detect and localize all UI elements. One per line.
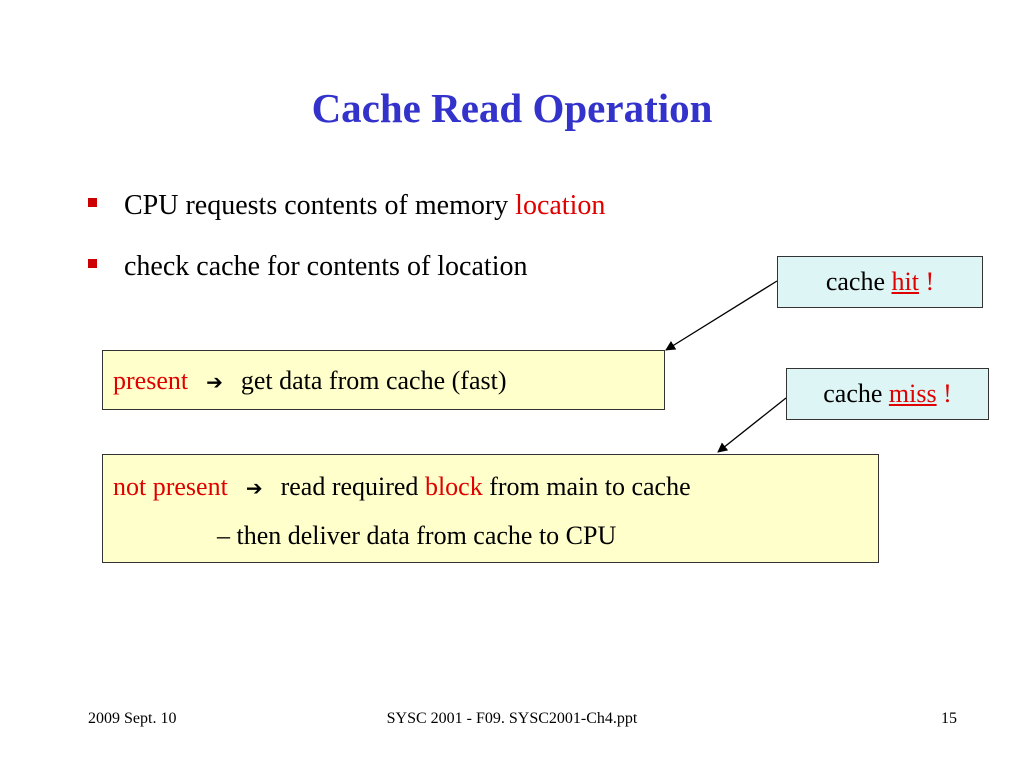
right-arrow-icon: ➔ (206, 370, 223, 394)
right-arrow-icon: ➔ (245, 476, 263, 500)
bullet-highlight: location (515, 190, 606, 221)
slide-title: Cache Read Operation (311, 85, 713, 131)
callout-word: miss (888, 379, 937, 408)
bullet-item-2: check cache for contents of location (88, 251, 527, 283)
square-bullet-icon (88, 259, 97, 268)
present-box: present ➔ get data from cache (fast) (102, 350, 665, 410)
not-present-label: not present (113, 472, 228, 501)
footer-center: SYSC 2001 - F09. SYSC2001-Ch4.ppt (386, 710, 638, 727)
not-present-box: not present ➔ read required block from mai… (102, 454, 879, 563)
not-present-text: read required (280, 472, 425, 501)
not-present-highlight: block (424, 472, 483, 501)
callout-prefix: cache (825, 267, 892, 296)
cache-hit-callout: cache hit ! (777, 256, 983, 308)
not-present-line-2: – then deliver data from cache to CPU (217, 521, 617, 550)
cache-miss-callout: cache miss ! (786, 368, 989, 420)
square-bullet-icon (88, 198, 97, 207)
miss-connector-arrow (717, 397, 787, 453)
not-present-line-1: not present ➔ read required block from mai… (113, 463, 878, 512)
page-number: 15 (941, 710, 957, 727)
callout-word: hit (891, 267, 919, 296)
footer-date: 2009 Sept. 10 (88, 710, 177, 727)
present-label: present (113, 366, 189, 395)
not-present-text-end: from main to cache (482, 472, 691, 501)
callout-suffix: ! (936, 379, 952, 408)
callout-suffix: ! (918, 267, 935, 296)
bullet-item-1: CPU requests contents of memory location (88, 190, 605, 222)
hit-connector-arrow (665, 280, 778, 351)
callout-prefix: cache (823, 379, 889, 408)
bullet-text: CPU requests contents of memory location (124, 190, 605, 222)
bullet-text: check cache for contents of location (124, 251, 528, 282)
present-text: get data from cache (fast) (240, 366, 507, 395)
bullet-text-main: CPU requests contents of memory (124, 190, 516, 221)
